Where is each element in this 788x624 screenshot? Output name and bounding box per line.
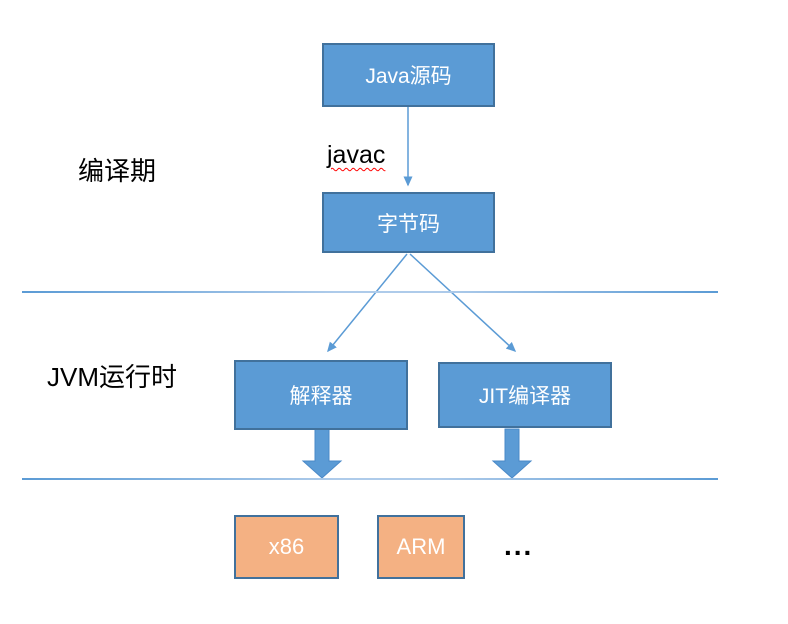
more-architectures-ellipsis: ...	[504, 530, 534, 561]
node-bytecode: 字节码	[322, 192, 495, 253]
node-java-source-label: Java源码	[365, 65, 452, 88]
edge-bytecode-to-interpreter-arrow	[327, 253, 408, 353]
node-arch-x86-label: x86	[268, 534, 305, 559]
stage-divider-compile-runtime	[22, 291, 718, 293]
node-interpreter-label: 解释器	[289, 385, 353, 408]
node-bytecode-label: 字节码	[377, 212, 440, 236]
jvm-runtime-stage-label: JVM运行时	[47, 362, 178, 392]
block-arrow-interpreter-to-arch	[301, 427, 343, 479]
stage-divider-runtime-hardware	[22, 478, 718, 480]
node-arch-arm: ARM	[377, 515, 465, 579]
block-arrow-jit-to-arch	[491, 428, 533, 479]
javac-edge-label: javac	[327, 141, 386, 169]
edge-bytecode-to-jit-arrow	[409, 253, 517, 353]
node-arch-arm-label: ARM	[396, 534, 446, 559]
node-interpreter: 解释器	[234, 360, 408, 430]
node-arch-x86: x86	[234, 515, 339, 579]
node-jit-compiler: JIT编译器	[438, 362, 612, 428]
node-jit-compiler-label: JIT编译器	[478, 385, 572, 408]
compile-stage-label: 编译期	[78, 156, 157, 186]
node-java-source: Java源码	[322, 43, 495, 107]
